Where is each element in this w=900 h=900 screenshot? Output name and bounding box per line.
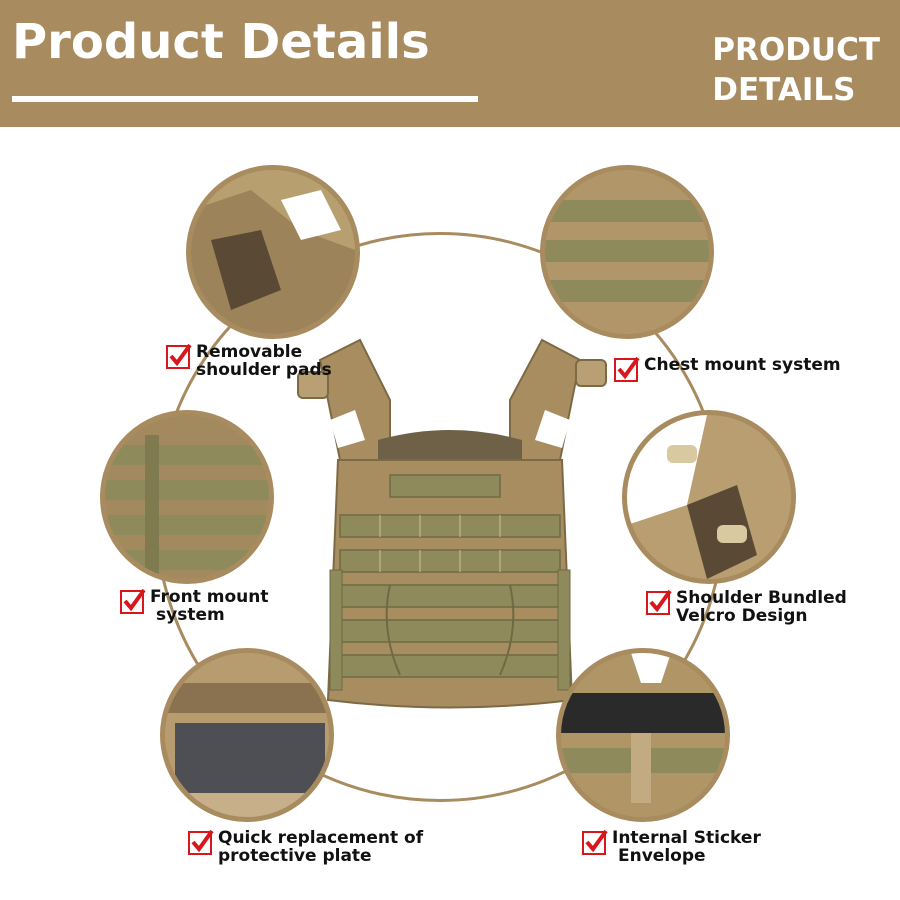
banner-subtitle-line-2: DETAILS <box>712 72 856 108</box>
label-plate-line-2: protective plate <box>218 846 372 866</box>
label-front-mount-line-2: system <box>156 605 225 625</box>
detail-circle-shoulder-pad <box>186 165 360 339</box>
checkbox-check-icon <box>120 588 146 614</box>
label-shoulder-pads-line-1: Removable <box>196 342 303 362</box>
label-shoulder-pads: Removable shoulder pads <box>166 343 332 379</box>
page-title: Product Details <box>12 14 430 70</box>
label-front-mount: Front mount system <box>120 588 268 624</box>
header-banner: Product Details PRODUCT DETAILS <box>0 0 900 127</box>
checkbox-check-icon <box>166 343 192 369</box>
label-velcro: Shoulder Bundled Velcro Design <box>646 589 847 625</box>
label-shoulder-pads-line-2: shoulder pads <box>196 360 332 380</box>
vest-product-image <box>297 338 607 709</box>
label-front-mount-line-1: Front mount <box>150 587 269 607</box>
label-envelope-line-1: Internal Sticker <box>612 828 761 848</box>
label-velcro-line-2: Velcro Design <box>676 606 808 626</box>
label-plate-line-1: Quick replacement of <box>218 828 424 848</box>
label-envelope-line-2: Envelope <box>618 846 706 866</box>
checkbox-check-icon <box>614 356 640 382</box>
banner-subtitle-line-1: PRODUCT <box>712 32 880 68</box>
label-plate: Quick replacement of protective plate <box>188 829 423 865</box>
detail-circle-front-mount <box>100 410 274 584</box>
banner-subtitle: PRODUCT DETAILS <box>712 30 880 110</box>
label-chest-mount: Chest mount system <box>614 356 841 382</box>
title-underline <box>12 96 478 102</box>
label-chest-mount-line-1: Chest mount system <box>644 355 841 375</box>
detail-circle-chest-mount <box>540 165 714 339</box>
checkbox-check-icon <box>188 829 214 855</box>
detail-circle-velcro <box>622 410 796 584</box>
detail-circle-plate <box>160 648 334 822</box>
checkbox-check-icon <box>646 589 672 615</box>
checkbox-check-icon <box>582 829 608 855</box>
label-envelope: Internal Sticker Envelope <box>582 829 761 865</box>
label-velcro-line-1: Shoulder Bundled <box>676 588 847 608</box>
detail-circle-envelope <box>556 648 730 822</box>
